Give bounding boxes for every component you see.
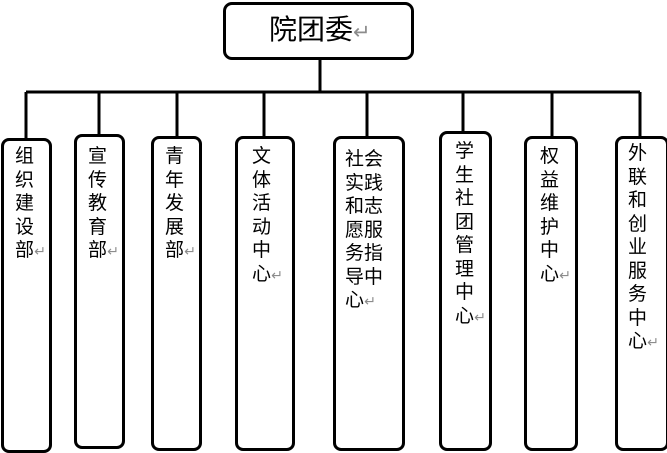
department-label-line: 中 xyxy=(540,239,560,261)
department-label-last-line: 心↵ xyxy=(455,305,486,329)
department-label-line: 展 xyxy=(165,215,185,238)
department-label-line: 传 xyxy=(88,168,108,191)
department-label-line: 权 xyxy=(540,145,560,167)
department-label-line: 宣 xyxy=(88,145,108,167)
paragraph-mark: ↵ xyxy=(364,294,376,310)
department-label-line: 活 xyxy=(252,192,272,214)
department-label-line: 教 xyxy=(88,192,108,214)
paragraph-mark: ↵ xyxy=(559,267,571,284)
department-label-5: 社会实践和志愿服务指导中心↵ xyxy=(345,148,383,313)
department-label-2: 宣传教育部↵ xyxy=(88,145,119,263)
department-label-line: 中 xyxy=(628,306,648,329)
department-label-line: 管 xyxy=(455,234,475,256)
department-box-4 xyxy=(235,136,295,451)
root-node-box xyxy=(223,2,414,60)
department-label-7: 权益维护中心↵ xyxy=(540,145,571,286)
paragraph-mark: ↵ xyxy=(474,309,486,326)
department-label-line: 创 xyxy=(628,212,648,235)
department-label-line: 务指 xyxy=(345,242,384,264)
department-label-line: 青 xyxy=(165,145,185,167)
department-label-last-line: 部↵ xyxy=(88,239,119,263)
department-label-line: 理 xyxy=(455,257,475,280)
department-label-line: 中 xyxy=(252,239,272,261)
department-label-line: 生 xyxy=(455,163,475,186)
department-box-8 xyxy=(615,136,667,451)
department-label-line: 体 xyxy=(252,168,272,191)
paragraph-mark: ↵ xyxy=(34,244,46,260)
department-label-line: 组 xyxy=(15,145,35,167)
department-label-line-text: 心 xyxy=(252,262,272,285)
department-label-line: 和 xyxy=(628,189,648,211)
department-label-line-text: 部 xyxy=(165,239,185,261)
department-box-1 xyxy=(1,138,52,453)
department-label-line: 织 xyxy=(15,168,35,191)
department-label-line-text: 心 xyxy=(455,304,475,327)
department-label-last-line: 心↵ xyxy=(345,289,383,313)
department-label-line: 益 xyxy=(540,168,560,191)
department-label-line: 中 xyxy=(455,281,475,303)
department-label-line: 护 xyxy=(540,215,560,238)
department-label-last-line: 心↵ xyxy=(540,263,571,287)
department-label-last-line: 心↵ xyxy=(628,330,659,354)
department-label-line: 团 xyxy=(455,210,475,233)
paragraph-mark: ↵ xyxy=(184,244,196,260)
department-label-line: 育 xyxy=(88,215,108,238)
department-label-line: 动 xyxy=(252,215,272,238)
department-label-line-text: 心 xyxy=(628,330,648,352)
department-label-line: 学 xyxy=(455,140,475,162)
department-label-line-text: 心 xyxy=(345,289,365,311)
department-label-line: 发 xyxy=(165,192,185,214)
department-label-1: 组织建设部↵ xyxy=(15,145,46,263)
root-node-text: 院团委 xyxy=(269,13,354,46)
department-label-last-line: 部↵ xyxy=(165,239,196,263)
department-label-last-line: 心↵ xyxy=(252,263,283,287)
department-label-line: 维 xyxy=(540,192,560,214)
department-label-line: 建 xyxy=(15,192,35,214)
department-label-line: 务 xyxy=(628,283,648,305)
paragraph-mark: ↵ xyxy=(353,20,371,44)
paragraph-mark: ↵ xyxy=(271,267,283,284)
department-label-line: 社 xyxy=(455,187,475,209)
department-box-6 xyxy=(439,131,492,451)
department-label-line-text: 部 xyxy=(15,239,35,261)
department-label-line: 设 xyxy=(15,215,35,238)
department-label-line-text: 心 xyxy=(540,262,560,285)
department-label-line-text: 部 xyxy=(88,239,108,261)
department-label-line: 外 xyxy=(628,142,648,164)
paragraph-mark: ↵ xyxy=(647,335,659,351)
department-label-3: 青年发展部↵ xyxy=(165,145,196,263)
department-label-line: 联 xyxy=(628,165,648,188)
paragraph-mark: ↵ xyxy=(107,244,119,260)
department-box-7 xyxy=(524,136,578,451)
department-label-line: 业 xyxy=(628,236,648,258)
department-box-5 xyxy=(333,136,405,451)
department-label-line: 社会 xyxy=(345,148,384,170)
department-label-last-line: 部↵ xyxy=(15,239,46,263)
department-label-line: 文 xyxy=(252,145,272,167)
department-label-line: 导中 xyxy=(345,265,384,288)
department-label-line: 和志 xyxy=(345,195,384,217)
department-label-line: 服 xyxy=(628,259,648,282)
department-box-3 xyxy=(151,136,202,451)
department-label-8: 外联和创业服务中心↵ xyxy=(628,142,659,354)
department-label-line: 愿服 xyxy=(345,218,384,241)
department-label-line: 年 xyxy=(165,168,185,191)
department-label-line: 实践 xyxy=(345,171,384,194)
root-node-label: 院团委↵ xyxy=(269,12,371,50)
department-label-4: 文体活动中心↵ xyxy=(252,145,283,286)
department-box-2 xyxy=(74,134,125,449)
department-label-6: 学生社团管理中心↵ xyxy=(455,140,486,328)
